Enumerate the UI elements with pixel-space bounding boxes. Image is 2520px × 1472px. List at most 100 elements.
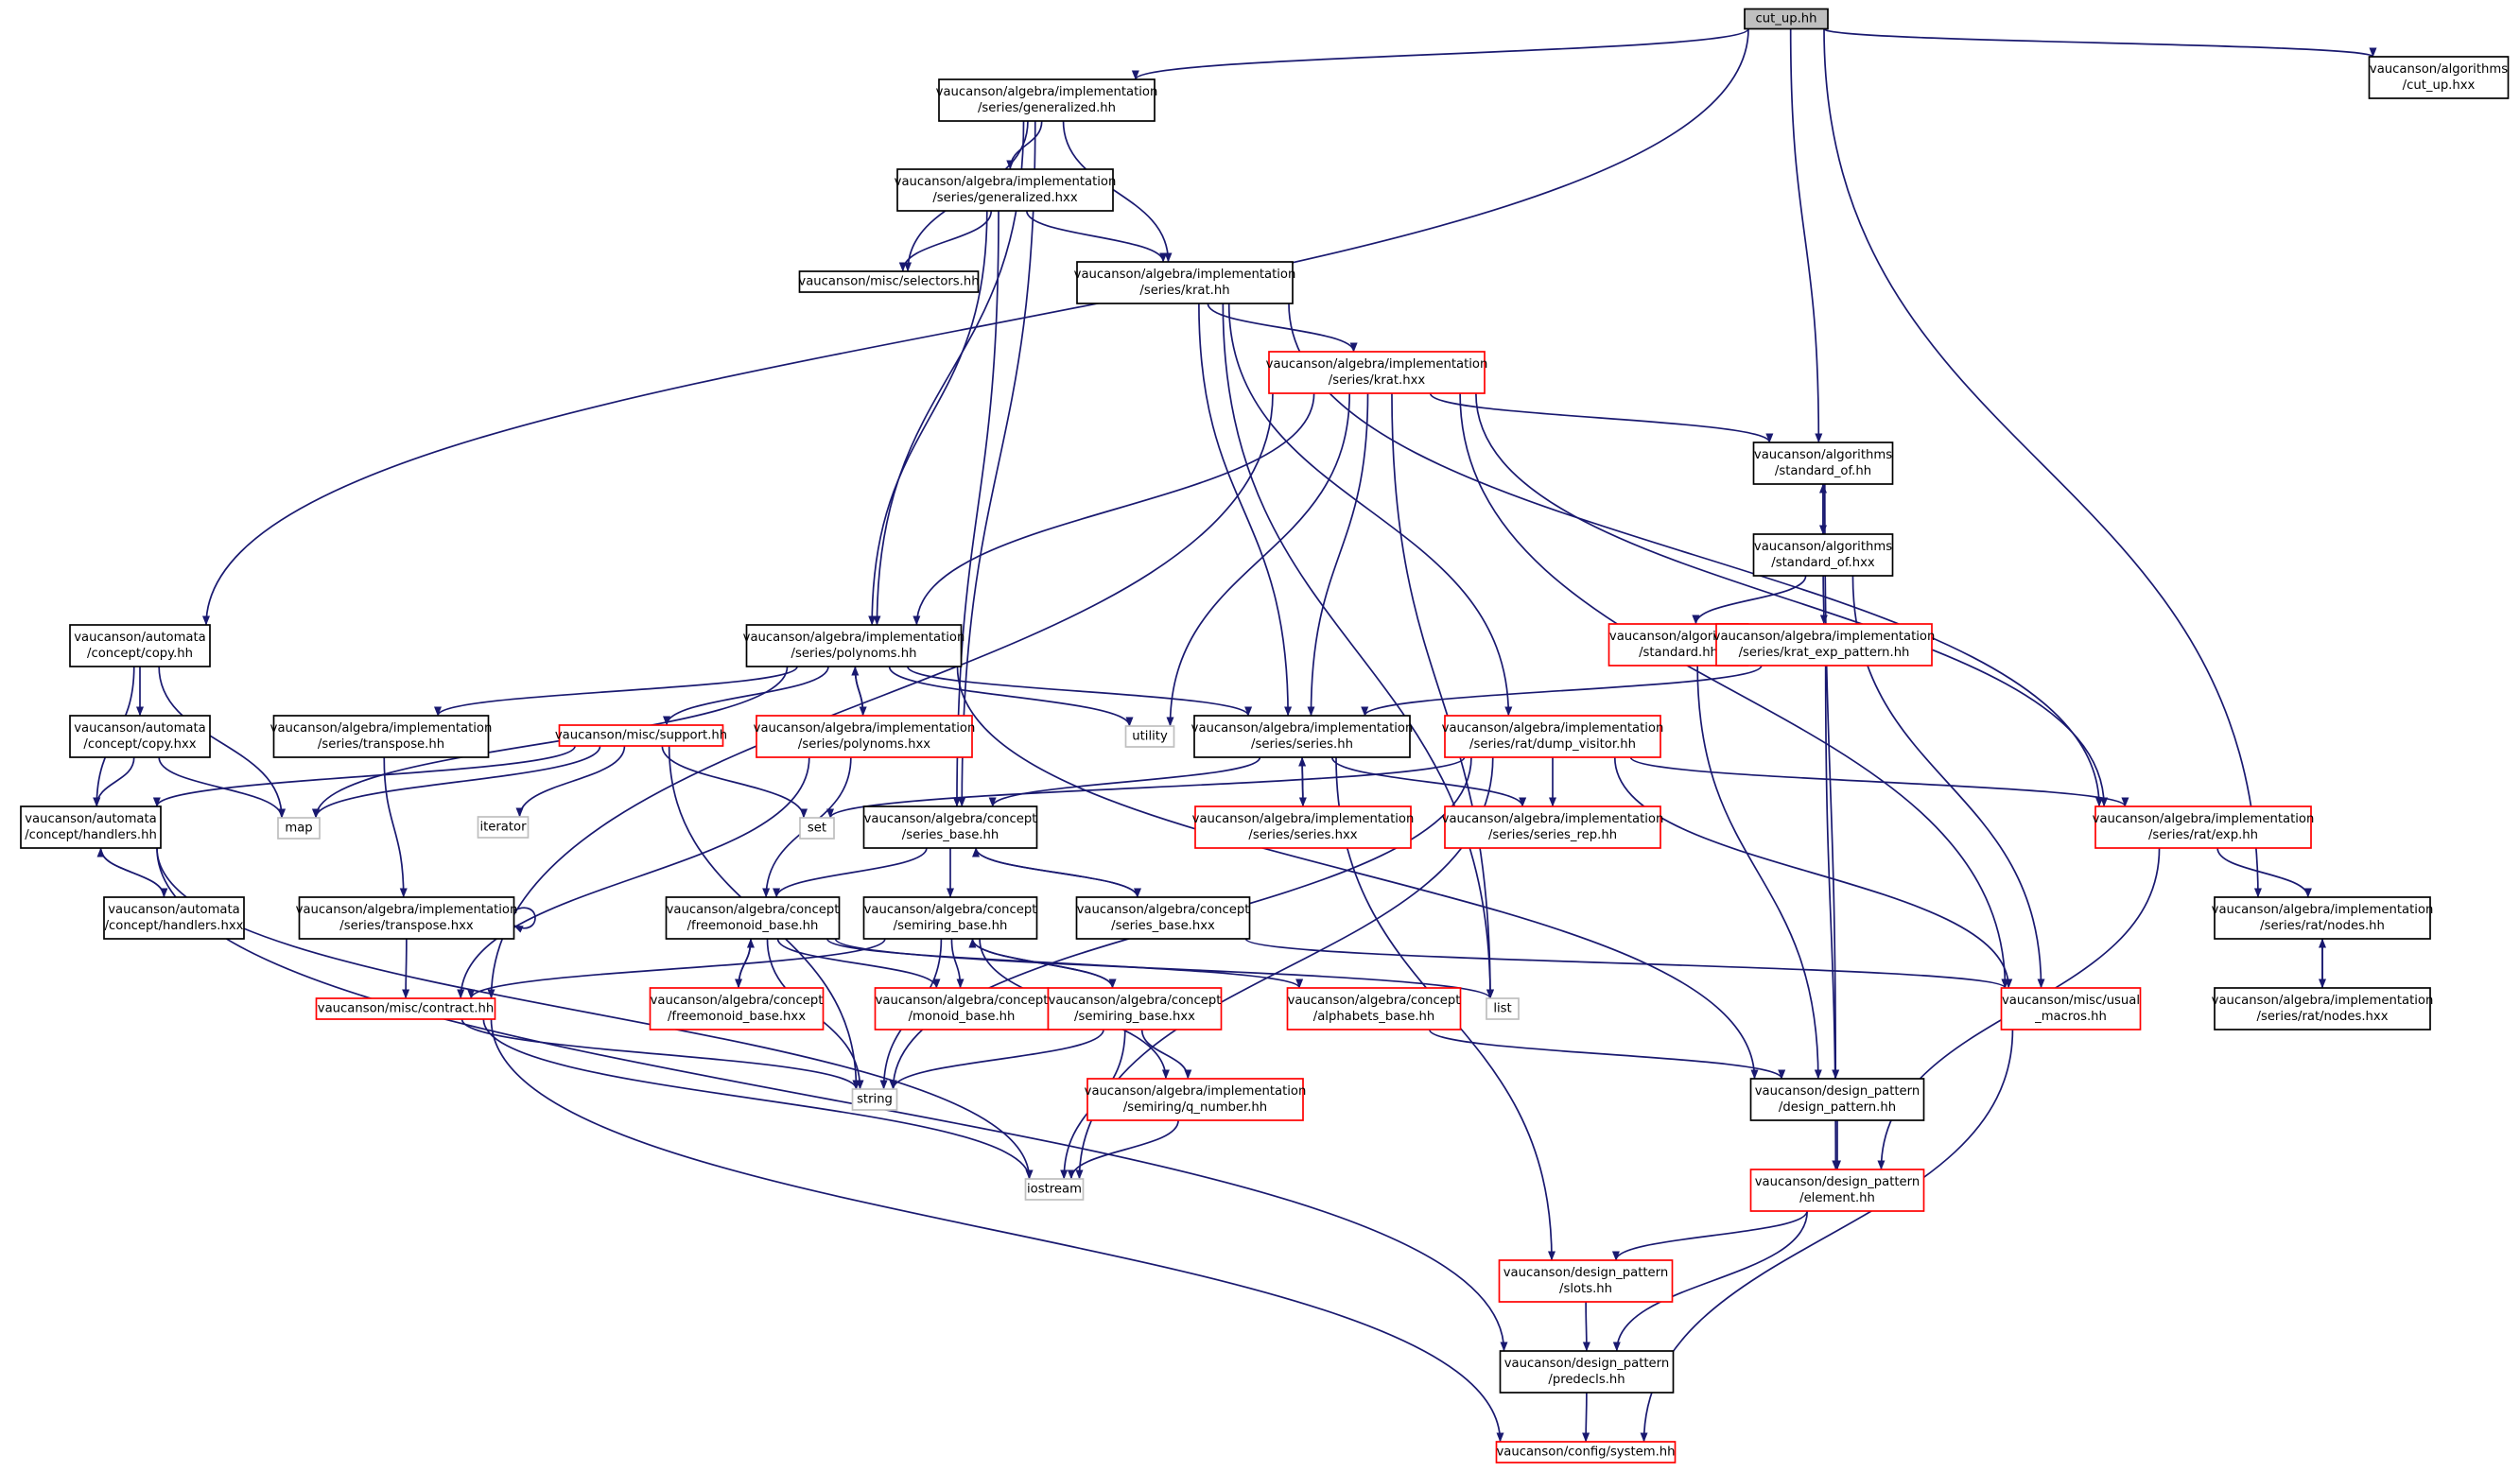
edge-gen-hh-to-gen-hxx — [1006, 120, 1043, 170]
edge-line — [93, 756, 135, 807]
edge-line — [950, 938, 965, 989]
edge-line — [1428, 1029, 1786, 1080]
node-nodes-hh[interactable]: vaucanson/algebra/implementation/series/… — [2212, 896, 2434, 940]
node-exp-hh[interactable]: vaucanson/algebra/implementation/series/… — [2093, 805, 2315, 849]
node-alg-cut-up-hxx[interactable]: vaucanson/algorithms/cut_up.hxx — [2368, 56, 2510, 99]
node-support-hh[interactable]: vaucanson/misc/support.hh — [555, 724, 727, 747]
node-iostream[interactable]: iostream — [1024, 1178, 1085, 1201]
node-krat-exp-pattern[interactable]: vaucanson/algebra/implementation/series/… — [1713, 623, 1936, 667]
node-box — [1124, 725, 1175, 748]
node-box — [1444, 715, 1661, 758]
node-label-line: vaucanson/algebra/implementation — [1266, 357, 1488, 372]
node-usual-macros[interactable]: vaucanson/misc/usual_macros.hh — [2000, 987, 2142, 1030]
node-label-line: vaucanson/algebra/implementation — [936, 85, 1158, 99]
node-copy-hxx[interactable]: vaucanson/automata/concept/copy.hxx — [69, 715, 211, 758]
node-copy-hh[interactable]: vaucanson/automata/concept/copy.hh — [69, 624, 211, 667]
node-monoid-base[interactable]: vaucanson/algebra/concept/monoid_base.hh — [874, 987, 1050, 1030]
node-string[interactable]: string — [851, 1088, 898, 1111]
edge-polynoms-hh-to-design-pattern — [956, 666, 1759, 1080]
node-gen-hh[interactable]: vaucanson/algebra/implementation/series/… — [936, 78, 1158, 122]
node-handlers-hxx[interactable]: vaucanson/automata/concept/handlers.hxx — [103, 896, 245, 940]
node-cut-up-hh[interactable]: cut_up.hh — [1744, 8, 1829, 30]
node-box — [1498, 1259, 1674, 1303]
node-contract[interactable]: vaucanson/misc/contract.hh — [315, 997, 496, 1020]
edge-line — [1613, 756, 2013, 989]
node-label-line: /series/krat.hh — [1139, 284, 1229, 298]
node-selectors[interactable]: vaucanson/misc/selectors.hh — [798, 270, 980, 293]
node-set[interactable]: set — [799, 817, 835, 840]
node-label-line: /concept/copy.hh — [87, 647, 193, 661]
node-freemonoid-hxx[interactable]: vaucanson/algebra/concept/freemonoid_bas… — [649, 987, 825, 1030]
node-alphabets-base[interactable]: vaucanson/algebra/concept/alphabets_base… — [1286, 987, 1462, 1030]
node-label-line: vaucanson/automata — [74, 721, 206, 736]
node-box — [103, 896, 245, 940]
node-label-line: vaucanson/misc/support.hh — [555, 729, 727, 743]
edge-transpose-hxx-to-contract — [402, 938, 410, 999]
node-label-line: vaucanson/algebra/implementation — [2212, 994, 2434, 1008]
node-label-line: /series/generalized.hxx — [932, 191, 1077, 205]
node-iterator[interactable]: iterator — [477, 816, 530, 839]
node-std-of-hxx[interactable]: vaucanson/algorithms/standard_of.hxx — [1752, 533, 1894, 577]
node-nodes-hxx[interactable]: vaucanson/algebra/implementation/series/… — [2212, 987, 2434, 1030]
node-label-line: /series/rat/nodes.hxx — [2257, 1010, 2389, 1024]
node-map[interactable]: map — [277, 817, 321, 840]
node-series-rep[interactable]: vaucanson/algebra/implementation/series/… — [1442, 805, 1664, 849]
edge-line — [158, 756, 286, 819]
node-polynoms-hxx[interactable]: vaucanson/algebra/implementation/series/… — [754, 715, 976, 758]
node-freemonoid-hh[interactable]: vaucanson/algebra/concept/freemonoid_bas… — [665, 896, 841, 940]
edge-line — [968, 938, 1114, 989]
edge-line — [661, 745, 808, 819]
node-list[interactable]: list — [1486, 997, 1520, 1020]
node-label-line: /freemonoid_base.hh — [687, 919, 819, 933]
node-box — [1752, 533, 1894, 577]
node-transpose-hxx[interactable]: vaucanson/algebra/implementation/series/… — [296, 896, 518, 940]
node-box — [649, 987, 825, 1030]
edge-contract-to-string — [461, 1018, 860, 1090]
edge-semiring-hh-to-monoid-base — [950, 938, 965, 989]
node-box — [1715, 623, 1933, 667]
edge-line — [889, 1029, 1104, 1090]
node-handlers-hh[interactable]: vaucanson/automata/concept/handlers.hh — [20, 805, 162, 849]
edge-line — [1227, 303, 1513, 717]
node-label-line: vaucanson/misc/contract.hh — [318, 1002, 494, 1016]
node-semiring-hh[interactable]: vaucanson/algebra/concept/semiring_base.… — [862, 896, 1038, 940]
edge-cut-up-hh-to-std-of-hh — [1789, 28, 1823, 443]
node-box — [1752, 442, 1894, 485]
node-transpose-hh[interactable]: vaucanson/algebra/implementation/series/… — [270, 715, 493, 758]
edge-line — [1067, 1119, 1179, 1180]
node-series-base-hh[interactable]: vaucanson/algebra/concept/series_base.hh — [862, 805, 1038, 849]
edge-exp-hh-to-nodes-hh — [2216, 847, 2312, 898]
node-utility[interactable]: utility — [1124, 725, 1175, 748]
edge-line — [1166, 392, 1351, 727]
node-label-line: vaucanson/design_pattern — [1755, 1175, 1920, 1189]
edge-line — [1288, 303, 2103, 807]
node-std-of-hh[interactable]: vaucanson/algorithms/standard_of.hh — [1752, 442, 1894, 485]
node-box — [862, 896, 1038, 940]
node-element-hh[interactable]: vaucanson/design_pattern/element.hh — [1749, 1169, 1925, 1212]
node-series-hh[interactable]: vaucanson/algebra/implementation/series/… — [1191, 715, 1414, 758]
edge-transpose-hxx-to-transpose-hxx — [513, 907, 536, 933]
node-label-line: /freemonoid_base.hxx — [668, 1010, 806, 1024]
node-series-hxx[interactable]: vaucanson/algebra/implementation/series/… — [1192, 805, 1415, 849]
node-system-hh[interactable]: vaucanson/config/system.hh — [1495, 1441, 1677, 1463]
node-krat-hxx[interactable]: vaucanson/algebra/implementation/series/… — [1266, 351, 1488, 394]
node-predecls[interactable]: vaucanson/design_pattern/predecls.hh — [1499, 1350, 1675, 1394]
node-label-line: vaucanson/algebra/implementation — [296, 903, 518, 917]
node-gen-hxx[interactable]: vaucanson/algebra/implementation/series/… — [895, 168, 1117, 212]
edge-gen-hxx-to-series-base-hh — [952, 210, 999, 807]
node-label-line: /concept/handlers.hxx — [105, 919, 244, 933]
node-dump-visitor[interactable]: vaucanson/algebra/implementation/series/… — [1442, 715, 1664, 758]
node-label-line: vaucanson/algebra/concept — [1077, 903, 1250, 917]
node-krat-hh[interactable]: vaucanson/algebra/implementation/series/… — [1074, 261, 1296, 304]
edge-line — [152, 745, 577, 807]
node-design-pattern[interactable]: vaucanson/design_pattern/design_pattern.… — [1749, 1078, 1925, 1121]
node-semiring-hxx[interactable]: vaucanson/algebra/concept/semiring_base.… — [1047, 987, 1223, 1030]
node-polynoms-hh[interactable]: vaucanson/algebra/implementation/series/… — [743, 624, 965, 667]
edge-std-of-hh-to-design-pattern — [1823, 483, 1840, 1080]
edge-polynoms-hh-to-support-hh — [663, 666, 829, 726]
node-slots-hh[interactable]: vaucanson/design_pattern/slots.hh — [1498, 1259, 1674, 1303]
node-series-base-hxx[interactable]: vaucanson/algebra/concept/series_base.hx… — [1075, 896, 1251, 940]
edge-copy-hxx-to-handlers-hh — [93, 756, 135, 807]
edge-line — [513, 907, 536, 933]
node-q-number[interactable]: vaucanson/algebra/implementation/semirin… — [1085, 1078, 1307, 1121]
